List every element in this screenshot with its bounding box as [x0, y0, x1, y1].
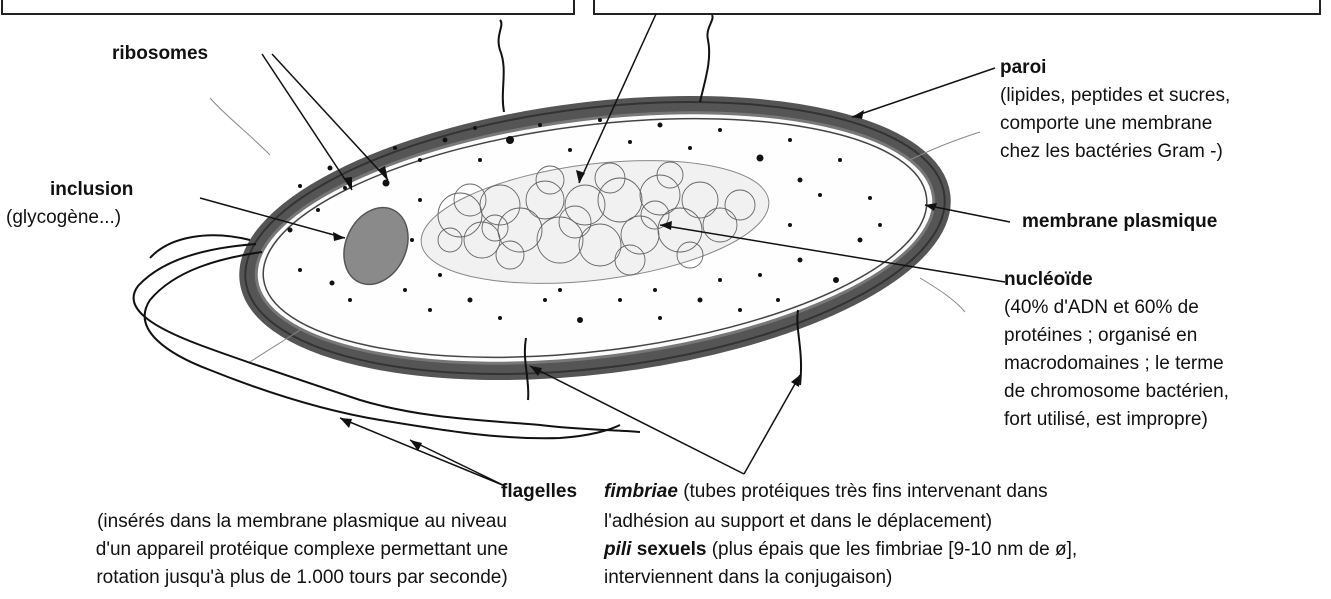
pili-sexuels: sexuels	[631, 539, 706, 560]
nucleoide-title: nucléoïde	[1004, 268, 1093, 292]
nucleoide-desc-line-2: protéines ; organisé en	[1004, 324, 1197, 348]
pili-line: pili sexuels (plus épais que les fimbria…	[604, 538, 1077, 562]
fimbriae-term: fimbriae	[604, 481, 678, 502]
flagelles-title: flagelles	[501, 480, 577, 504]
inclusion-title: inclusion	[50, 178, 133, 202]
paroi-title: paroi	[1000, 56, 1046, 80]
nucleoide-desc-line-4: de chromosome bactérien,	[1004, 380, 1229, 404]
nucleoide-desc-line-1: (40% d'ADN et 60% de	[1004, 296, 1199, 320]
fimbriae-desc-1: (tubes protéiques très fins intervenant …	[678, 481, 1048, 502]
membrane-plasmique-label: membrane plasmique	[1022, 210, 1217, 234]
nucleoide-desc-line-3: macrodomaines ; le terme	[1004, 352, 1224, 376]
fimbriae-line-1: fimbriae (tubes protéiques très fins int…	[604, 480, 1048, 504]
inclusion-desc: (glycogène...)	[6, 206, 121, 230]
flagelles-desc-line-3: rotation jusqu'à plus de 1.000 tours par…	[22, 566, 582, 590]
top-frame-boxes	[2, 0, 1320, 14]
flagelles-desc-line-1: (insérés dans la membrane plasmique au n…	[22, 510, 582, 534]
ribosomes-label: ribosomes	[112, 42, 208, 66]
paroi-desc-line-3: chez les bactéries Gram -)	[1000, 140, 1223, 164]
pili-desc: (plus épais que les fimbriae [9-10 nm de…	[706, 539, 1077, 560]
nucleoide-desc-line-5: fort utilisé, est impropre)	[1004, 408, 1208, 432]
fimbriae-line-2: l'adhésion au support et dans le déplace…	[604, 510, 992, 534]
pili-term: pili	[604, 539, 631, 560]
paroi-desc-line-1: (lipides, peptides et sucres,	[1000, 84, 1230, 108]
paroi-desc-line-2: comporte une membrane	[1000, 112, 1212, 136]
flagelles-desc-line-2: d'un appareil protéique complexe permett…	[22, 538, 582, 562]
pili-line-2: interviennent dans la conjugaison)	[604, 566, 892, 590]
